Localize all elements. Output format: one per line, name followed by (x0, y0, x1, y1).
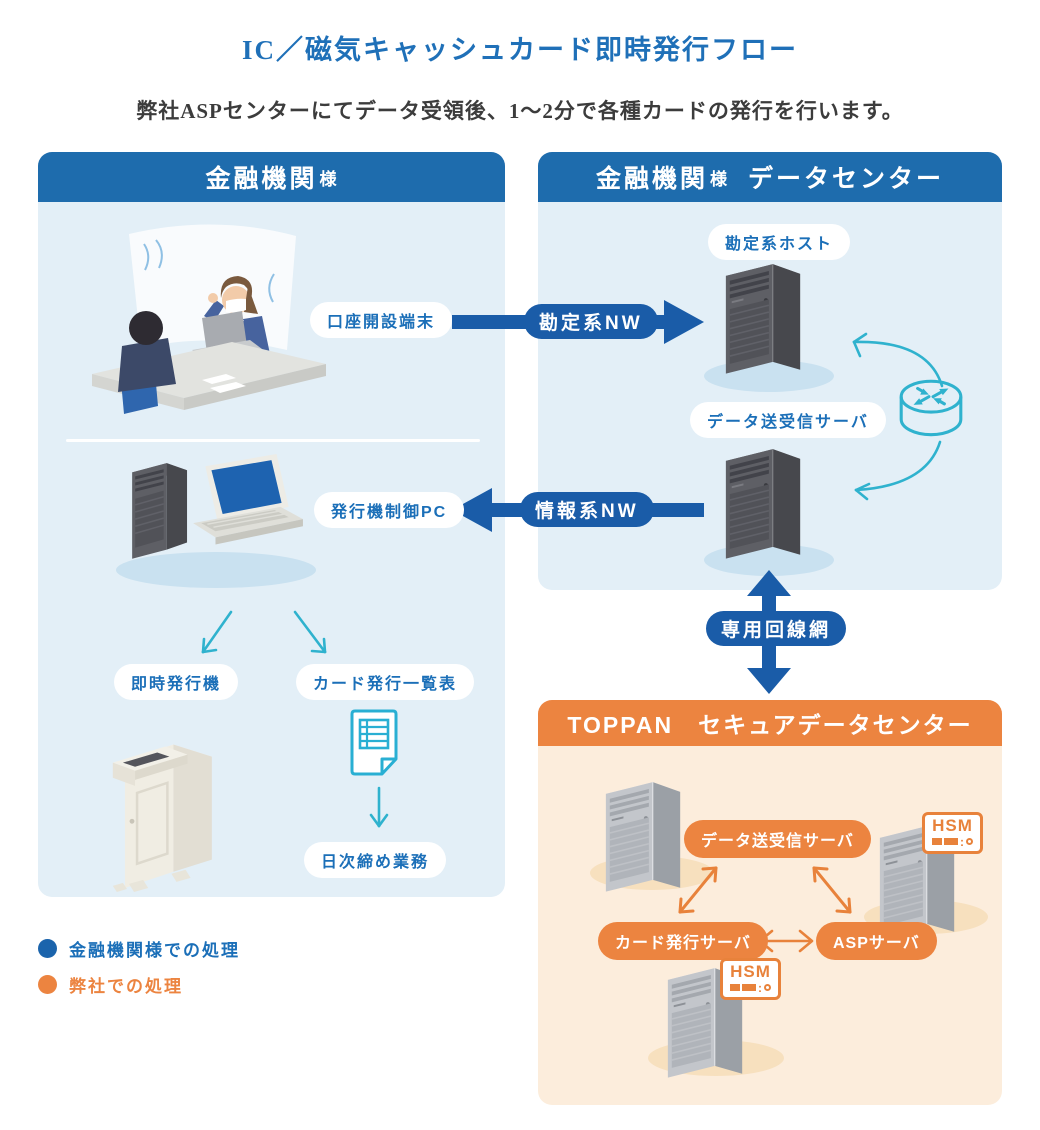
card-issuance-list-label: カード発行一覧表 (296, 664, 475, 700)
down-flow-arrow (369, 786, 389, 828)
issuer-control-pc-illustration (126, 452, 304, 574)
hsm-badge-asp-label: HSM (932, 816, 973, 835)
toppan-panel: TOPPAN セキュアデータセンター データ送受信サーバ HSM : カード発 (538, 700, 1002, 1105)
instant-issuer-label: 即時発行機 (114, 664, 239, 700)
dedicated-line-label: 専用回線網 (706, 611, 847, 646)
bank-datacenter-header: 金融機関様データセンター (538, 152, 1002, 202)
legend-label-toppan: 弊社での処理 (69, 977, 183, 996)
legend-dot-blue (38, 939, 57, 958)
asp-server-label: ASPサーバ (816, 922, 937, 960)
core-host-label: 勘定系ホスト (708, 224, 851, 260)
toppan-title: TOPPAN セキュアデータセンター (567, 712, 973, 738)
page-title: IC／磁気キャッシュカード即時発行フロー (241, 35, 798, 65)
toppan-panel-header: TOPPAN セキュアデータセンター (538, 700, 1002, 746)
hsm-indicator-row: : (932, 836, 973, 848)
core-host-server-shadow (704, 360, 834, 392)
router-to-server-curved-arrow (854, 440, 942, 501)
bank-panel: 金融機関様 口座開設端末 発行機制御PC 即時発行機 カード発行一覧表 日次締め… (38, 152, 505, 897)
toppan-data-server-label: データ送受信サーバ (684, 820, 871, 858)
data-server-icon (720, 437, 808, 563)
bank-dc-title-suffix: 様 (710, 169, 728, 189)
legend-row-bank: 金融機関様での処理 (38, 936, 240, 961)
card-list-document-icon (346, 708, 402, 780)
bank-panel-title: 金融機関 (205, 165, 318, 193)
daily-closing-label: 日次締め業務 (304, 842, 447, 878)
split-flow-arrows (201, 610, 327, 654)
router-to-host-curved-arrow (852, 332, 944, 388)
card-issuing-server-label: カード発行サーバ (598, 922, 768, 960)
section-divider (66, 439, 480, 442)
bank-counter-scene-illustration (83, 222, 335, 422)
core-nw-label: 勘定系NW (524, 304, 658, 339)
hsm-badge-card: HSM : (720, 958, 781, 1000)
info-nw-label: 情報系NW (520, 492, 654, 527)
bank-dc-title: 金融機関 (595, 165, 708, 193)
bank-panel-title-suffix: 様 (319, 169, 338, 189)
pc-shadow (116, 552, 316, 588)
bank-panel-header: 金融機関様 (38, 152, 505, 202)
hsm-badge-asp: HSM : (922, 812, 983, 854)
hsm-badge-card-label: HSM (730, 962, 771, 981)
page-subtitle: 弊社ASPセンターにてデータ受領後、1～2分で各種カードの発行を行います。 (136, 99, 904, 123)
core-host-server-icon (720, 252, 808, 378)
legend: 金融機関様での処理 弊社での処理 (38, 936, 240, 997)
hsm-indicator-row: : (730, 982, 771, 994)
data-to-card-server-double-arrow (678, 866, 718, 914)
dc-data-server-label: データ送受信サーバ (690, 402, 886, 438)
legend-dot-orange (38, 975, 57, 994)
bank-dc-title2: データセンター (748, 165, 945, 193)
legend-row-toppan: 弊社での処理 (38, 972, 240, 997)
issuer-control-pc-label: 発行機制御PC (314, 492, 465, 528)
instant-issuer-machine-illustration (110, 700, 248, 892)
account-opening-terminal-label: 口座開設端末 (310, 302, 453, 338)
data-to-asp-server-double-arrow (812, 866, 852, 914)
legend-label-bank: 金融機関様での処理 (69, 941, 240, 960)
